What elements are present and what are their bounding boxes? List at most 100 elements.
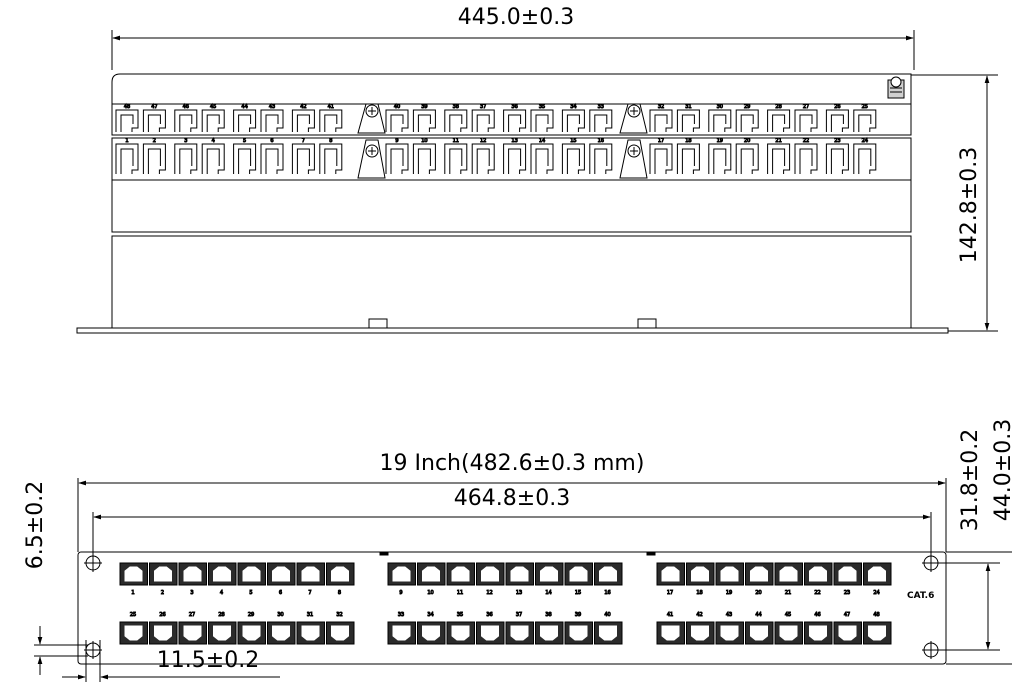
rj45-jack-icon	[178, 621, 207, 645]
port-number: 36	[511, 104, 517, 110]
jack-number: 39	[575, 612, 581, 618]
port-number: 43	[269, 104, 275, 110]
port-number: 11	[453, 138, 459, 144]
port-number: 18	[685, 138, 691, 144]
jack-number: 7	[308, 590, 311, 596]
port-number: 39	[421, 104, 427, 110]
rj45-jack-icon	[267, 562, 296, 586]
port-number: 25	[862, 104, 868, 110]
rj45-jack-icon	[476, 621, 505, 645]
jack-number: 5	[249, 590, 252, 596]
mounting-hole-icon	[922, 554, 940, 572]
jack-number: 20	[755, 590, 761, 596]
jack-number: 12	[486, 590, 492, 596]
port-outline-icon	[589, 109, 613, 132]
rj45-jack-icon	[774, 621, 803, 645]
jack-number: 1	[131, 590, 134, 596]
jack-number: 18	[696, 590, 702, 596]
rj45-jack-icon	[804, 621, 833, 645]
jack-number: 47	[844, 612, 850, 618]
port-outline-icon	[115, 143, 139, 174]
port-outline-icon	[471, 109, 495, 132]
overall-width-label: 19 Inch(482.6±0.3 mm)	[380, 451, 645, 476]
screw-mount-icon	[619, 103, 648, 134]
rj45-jack-icon	[296, 562, 325, 586]
mounting-flange	[76, 327, 949, 334]
port-number: 14	[539, 138, 545, 144]
port-outline-icon	[319, 109, 343, 132]
port-number: 19	[717, 138, 723, 144]
port-number: 20	[744, 138, 750, 144]
rj45-jack-icon	[387, 562, 416, 586]
port-number: 21	[775, 138, 781, 144]
port-outline-icon	[794, 109, 818, 132]
rj45-jack-icon	[686, 562, 715, 586]
port-outline-icon	[767, 143, 791, 174]
jack-number: 3	[190, 590, 193, 596]
rj45-jack-icon	[745, 621, 774, 645]
rj45-jack-icon	[208, 562, 237, 586]
jack-number: 38	[545, 612, 551, 618]
port-outline-icon	[649, 143, 673, 174]
rj45-jack-icon	[505, 621, 534, 645]
mounting-hole-icon	[84, 554, 102, 572]
port-outline-icon	[825, 143, 849, 174]
port-outline-icon	[260, 143, 284, 174]
port-outline-icon	[233, 143, 257, 174]
port-outline-icon	[708, 109, 732, 132]
port-number: 41	[328, 104, 334, 110]
jack-number: 41	[667, 612, 673, 618]
port-number: 8	[329, 138, 332, 144]
jack-number: 2	[161, 590, 164, 596]
port-number: 13	[511, 138, 517, 144]
jack-number: 46	[814, 612, 820, 618]
rj45-jack-icon	[745, 562, 774, 586]
tab-left	[368, 318, 388, 329]
port-outline-icon	[676, 143, 700, 174]
port-outline-icon	[201, 143, 225, 174]
port-number: 5	[243, 138, 246, 144]
jack-number: 28	[218, 612, 224, 618]
hole-offset-label: 6.5±0.2	[23, 481, 48, 569]
port-outline-icon	[735, 143, 759, 174]
port-number: 44	[241, 104, 247, 110]
rj45-jack-icon	[326, 621, 355, 645]
rj45-jack-icon	[564, 562, 593, 586]
port-number: 12	[480, 138, 486, 144]
port-outline-icon	[412, 143, 436, 174]
rj45-jack-icon	[774, 562, 803, 586]
top-view: 445.0±0.3	[76, 5, 998, 334]
divider-notch	[379, 551, 389, 556]
port-number: 26	[834, 104, 840, 110]
jack-number: 44	[755, 612, 761, 618]
jack-number: 32	[336, 612, 342, 618]
port-outline-icon	[385, 109, 409, 132]
hole-inset-label: 11.5±0.2	[157, 648, 259, 673]
port-outline-icon	[767, 109, 791, 132]
jack-number: 15	[575, 590, 581, 596]
rj45-jack-icon	[863, 621, 892, 645]
jack-number: 9	[399, 590, 402, 596]
port-number: 42	[300, 104, 306, 110]
jack-number: 48	[873, 612, 879, 618]
port-outline-icon	[385, 143, 409, 174]
jack-number: 26	[159, 612, 165, 618]
port-outline-icon	[649, 109, 673, 132]
port-outline-icon	[444, 109, 468, 132]
port-number: 38	[453, 104, 459, 110]
port-outline-icon	[530, 143, 554, 174]
rj45-jack-icon	[149, 562, 178, 586]
port-outline-icon	[291, 143, 315, 174]
rj45-jack-icon	[686, 621, 715, 645]
port-number: 1	[125, 138, 128, 144]
port-outline-icon	[503, 109, 527, 132]
port-outline-icon	[233, 109, 257, 132]
port-outline-icon	[825, 109, 849, 132]
panel-body-upper	[111, 179, 912, 233]
port-number: 40	[394, 104, 400, 110]
ground-screw-icon	[887, 76, 905, 99]
port-outline-icon	[174, 143, 198, 174]
port-number: 24	[862, 138, 868, 144]
